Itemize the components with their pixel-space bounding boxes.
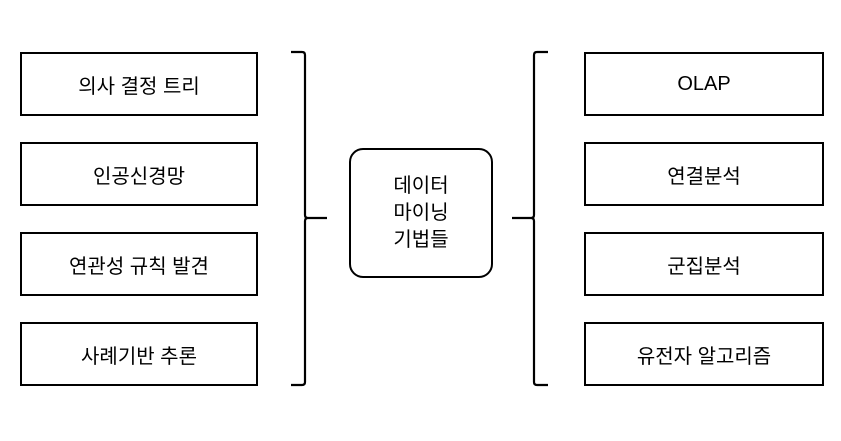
- center-line-2: 마이닝: [393, 201, 449, 224]
- center-node-data-mining-techniques: 데이터 마이닝 기법들: [349, 148, 493, 278]
- right-box-label: 연결분석: [667, 165, 741, 188]
- left-box-decision-tree: 의사 결정 트리: [20, 52, 258, 116]
- right-box-label: OLAP: [677, 72, 731, 95]
- left-box-label: 인공신경망: [93, 165, 185, 188]
- left-bracket: [291, 50, 327, 387]
- left-box-label: 의사 결정 트리: [78, 75, 200, 98]
- center-line-1: 데이터: [393, 174, 449, 197]
- right-box-olap: OLAP: [584, 52, 824, 116]
- left-box-label: 사례기반 추론: [81, 345, 197, 368]
- right-box-cluster-analysis: 군집분석: [584, 232, 824, 296]
- left-box-case-based-reasoning: 사례기반 추론: [20, 322, 258, 386]
- right-bracket: [512, 50, 548, 387]
- left-box-association-rules: 연관성 규칙 발견: [20, 232, 258, 296]
- center-line-3: 기법들: [393, 228, 449, 251]
- right-box-genetic-algorithm: 유전자 알고리즘: [584, 322, 824, 386]
- left-box-label: 연관성 규칙 발견: [69, 255, 209, 278]
- right-box-label: 군집분석: [667, 255, 741, 278]
- right-box-link-analysis: 연결분석: [584, 142, 824, 206]
- left-box-neural-network: 인공신경망: [20, 142, 258, 206]
- right-box-label: 유전자 알고리즘: [636, 345, 772, 368]
